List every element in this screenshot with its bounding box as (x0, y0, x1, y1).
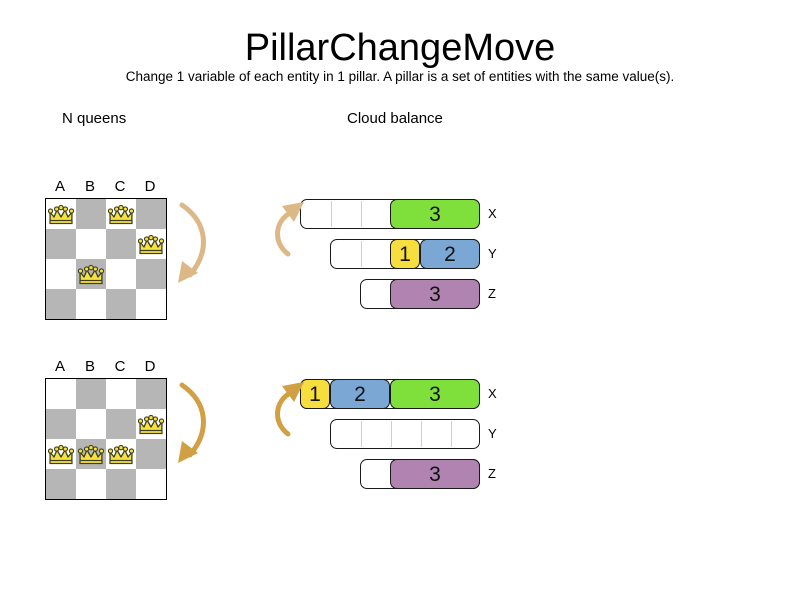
column-label-B: B (84, 178, 95, 195)
capacity-gridline (331, 201, 332, 227)
column-label-A: A (54, 358, 65, 375)
column-label-C: C (114, 178, 126, 195)
column-label-D: D (144, 358, 156, 375)
capacity-gridline (361, 421, 362, 447)
cloud-process-3[interactable]: 3 (390, 279, 480, 309)
cloud-move-arrow-after (275, 382, 304, 437)
column-label-A: A (54, 178, 65, 195)
cloud-row-z-before[interactable]: 3 (360, 279, 480, 309)
column-label-C: C (114, 358, 126, 375)
cloud-row-y-after[interactable] (330, 419, 480, 449)
page-title: PillarChangeMove (244, 27, 556, 69)
queen-piece-B2[interactable] (77, 263, 105, 285)
cloud-process-1[interactable]: 1 (390, 239, 420, 269)
board-cell-D3[interactable] (136, 289, 166, 319)
board-cell-C3[interactable] (106, 469, 136, 499)
board-cell-B0[interactable] (76, 379, 106, 409)
cloud-computer-label-y: Y (488, 246, 497, 261)
cloud-computer-label-z: Z (488, 286, 496, 301)
board-column-labels: A B C D (45, 358, 165, 376)
cloud-process-1[interactable]: 1 (300, 379, 330, 409)
board-cell-A1[interactable] (46, 409, 76, 439)
board-cell-A0[interactable] (46, 379, 76, 409)
queen-piece-A0[interactable] (47, 203, 75, 225)
cloud-process-2[interactable]: 2 (420, 239, 480, 269)
board-cell-C0[interactable] (106, 379, 136, 409)
board-cell-D0[interactable] (136, 199, 166, 229)
board-cell-A3[interactable] (46, 469, 76, 499)
board-cell-B3[interactable] (76, 469, 106, 499)
board-cell-A2[interactable] (46, 259, 76, 289)
capacity-gridline (451, 421, 452, 447)
section-title-cloud-balance: Cloud balance (347, 110, 443, 127)
board-cell-D2[interactable] (136, 259, 166, 289)
cloud-row-x-before[interactable]: 3 (300, 199, 480, 229)
board-cell-D3[interactable] (136, 469, 166, 499)
cloud-move-arrow-before (275, 202, 304, 257)
queen-piece-C2[interactable] (107, 443, 135, 465)
section-title-n-queens: N queens (62, 110, 127, 127)
queens-move-arrow-after (178, 382, 206, 463)
capacity-gridline (421, 421, 422, 447)
board-cell-B3[interactable] (76, 289, 106, 319)
cloud-process-2[interactable]: 2 (330, 379, 390, 409)
board-cell-C3[interactable] (106, 289, 136, 319)
board-cell-B0[interactable] (76, 199, 106, 229)
cloud-capacity-bar (330, 419, 480, 449)
cloud-computer-label-z: Z (488, 466, 496, 481)
queen-piece-B2[interactable] (77, 443, 105, 465)
board-cell-D2[interactable] (136, 439, 166, 469)
cloud-process-3[interactable]: 3 (390, 379, 480, 409)
cloud-process-3[interactable]: 3 (390, 199, 480, 229)
cloud-computer-label-y: Y (488, 426, 497, 441)
queen-piece-D1[interactable] (137, 413, 165, 435)
board-cell-C1[interactable] (106, 229, 136, 259)
board-cell-A1[interactable] (46, 229, 76, 259)
column-label-D: D (144, 178, 156, 195)
board-cell-A3[interactable] (46, 289, 76, 319)
cloud-process-3[interactable]: 3 (390, 459, 480, 489)
cloud-computer-label-x: X (488, 386, 497, 401)
cloud-computer-label-x: X (488, 206, 497, 221)
queens-move-arrow-before (178, 202, 206, 283)
capacity-gridline (361, 241, 362, 267)
board-cell-B1[interactable] (76, 409, 106, 439)
board-grid (45, 198, 167, 320)
page-subtitle: Change 1 variable of each entity in 1 pi… (125, 69, 675, 84)
capacity-gridline (361, 201, 362, 227)
column-label-B: B (84, 358, 95, 375)
cloud-row-z-after[interactable]: 3 (360, 459, 480, 489)
board-grid (45, 378, 167, 500)
queen-piece-C0[interactable] (107, 203, 135, 225)
queen-piece-D1[interactable] (137, 233, 165, 255)
capacity-gridline (391, 421, 392, 447)
queen-piece-A2[interactable] (47, 443, 75, 465)
board-column-labels: A B C D (45, 178, 165, 196)
board-cell-D0[interactable] (136, 379, 166, 409)
board-cell-C2[interactable] (106, 259, 136, 289)
board-cell-B1[interactable] (76, 229, 106, 259)
board-cell-C1[interactable] (106, 409, 136, 439)
